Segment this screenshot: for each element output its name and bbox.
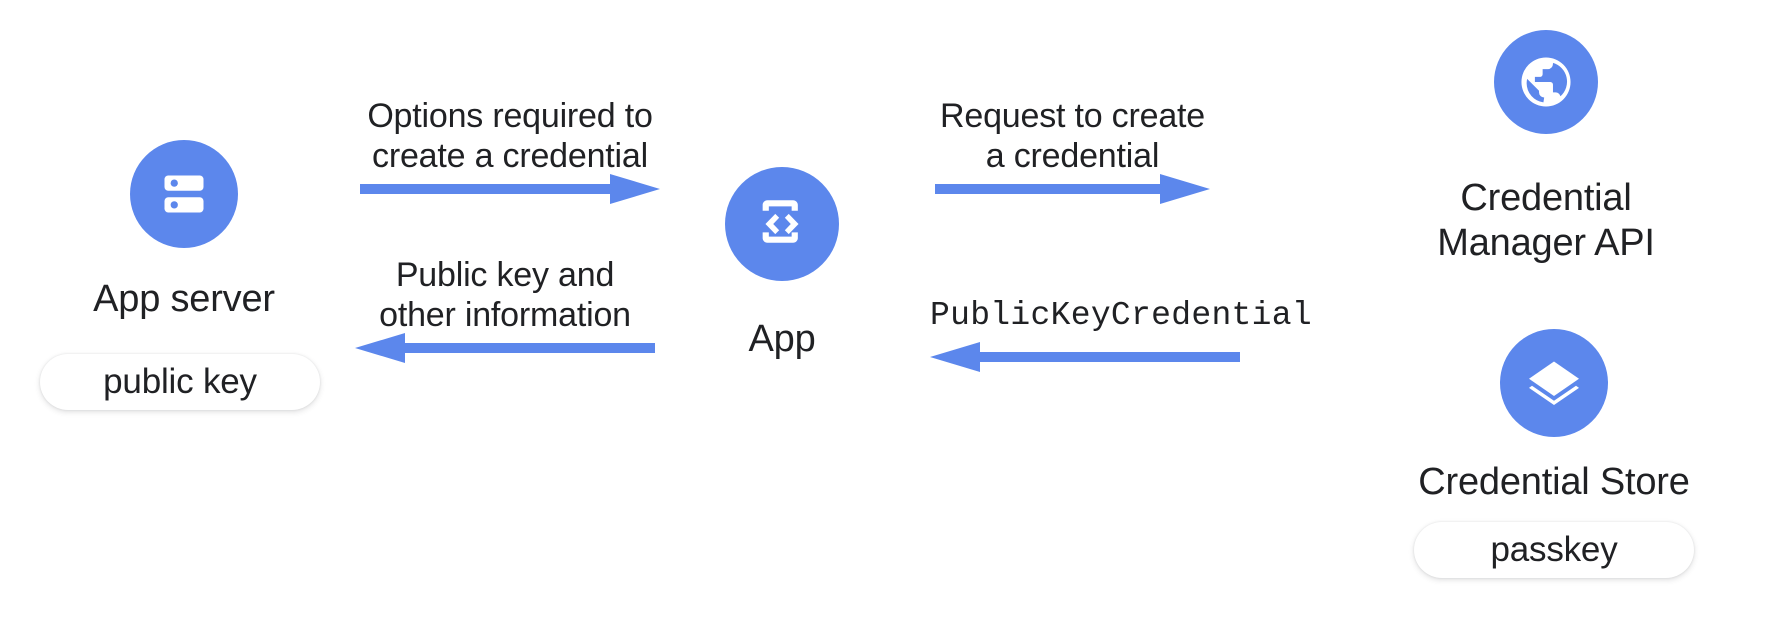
app-code-device-icon [751,193,813,255]
edge-app-to-cm-api: Request to create a credential [935,96,1210,206]
edge-app-to-server-caption: Public key and other information [379,256,631,335]
app-icon-badge [725,167,839,281]
app-server-label: App server [93,278,275,320]
edge-server-to-app-arrow [360,172,660,206]
layers-icon [1524,353,1584,413]
credential-manager-api-label: Credential Manager API [1437,177,1655,264]
edge-store-to-app-arrow [930,340,1240,374]
edge-app-to-cm-api-arrow [935,172,1210,206]
edge-store-to-app: PublicKeyCredential [930,297,1312,377]
edge-app-to-server-arrow [355,331,655,365]
credential-store-label: Credential Store [1418,461,1690,503]
edge-server-to-app: Options required to create a credential [360,96,660,206]
credential-manager-api-icon-badge [1494,30,1598,134]
globe-icon [1515,51,1577,113]
app-server-icon-badge [130,140,238,248]
app-label: App [748,318,816,360]
edge-server-to-app-caption: Options required to create a credential [367,97,653,176]
server-icon [154,164,214,224]
credential-store-icon-badge [1500,329,1608,437]
app-server-chip-public-key: public key [40,354,320,410]
edge-app-to-server: Public key and other information [355,255,655,365]
credential-store-chip-passkey: passkey [1414,522,1694,578]
edge-store-to-app-caption: PublicKeyCredential [930,297,1312,334]
edge-app-to-cm-api-caption: Request to create a credential [940,97,1205,176]
